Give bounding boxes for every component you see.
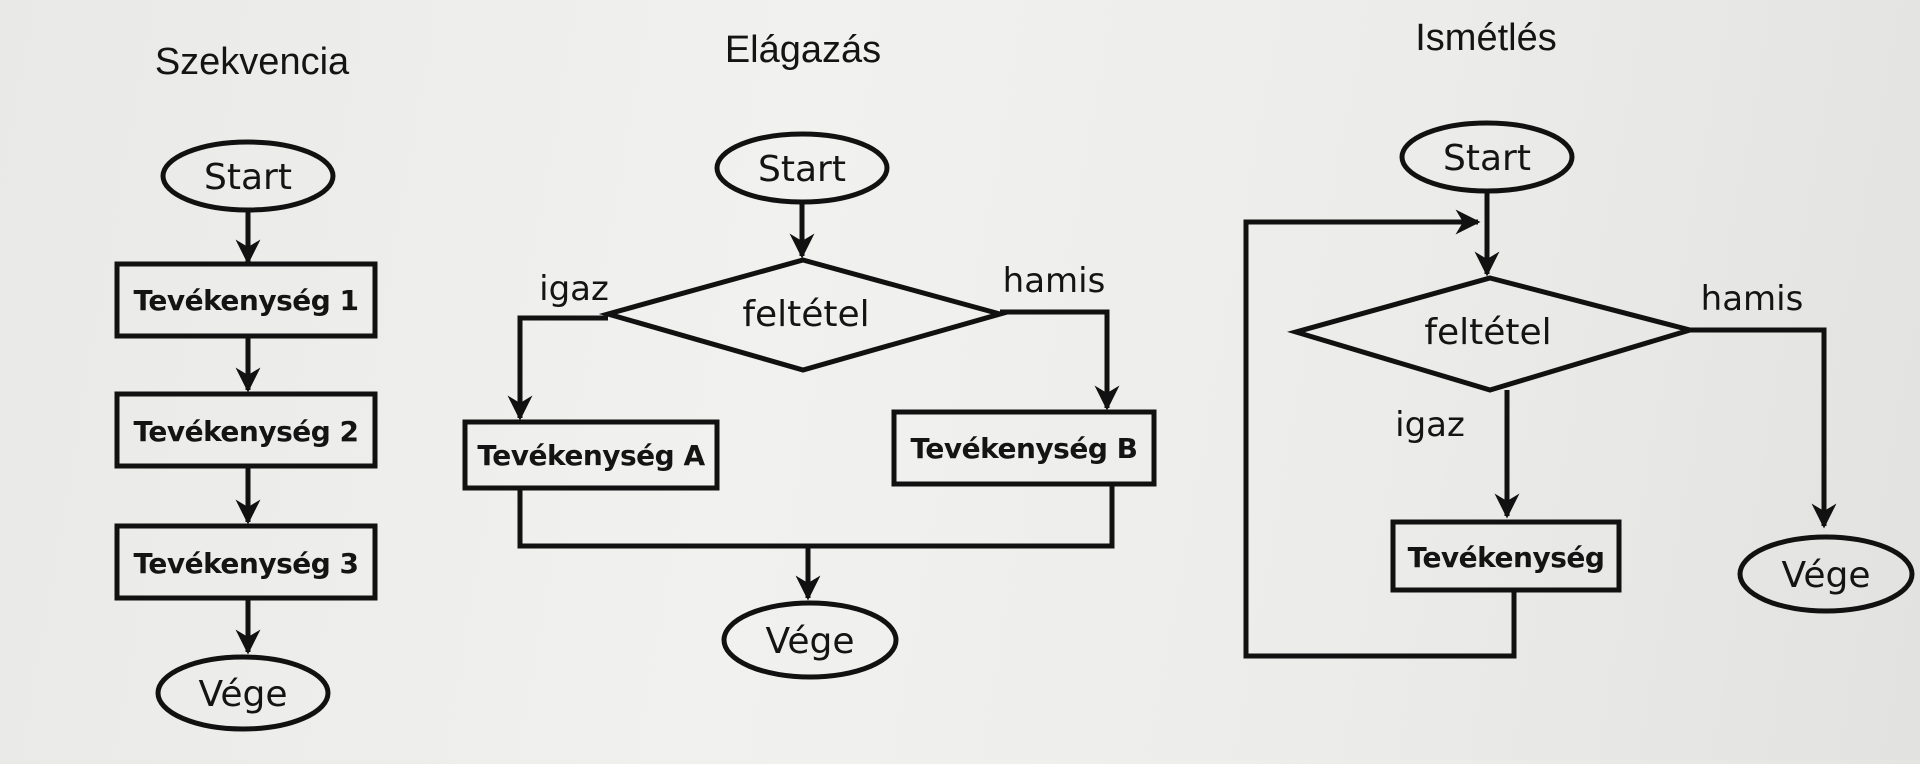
sequence-diagram: Szekvencia Start Tevékenység 1 Tevékenys… (114, 41, 378, 732)
branch-true-label: igaz (539, 269, 609, 309)
sequence-step-1-label: Tevékenység 1 (133, 284, 358, 317)
sequence-start-node: Start (160, 139, 336, 213)
branch-action-a: Tevékenység A (462, 419, 720, 491)
loop-back-arrow (1243, 209, 1517, 659)
branch-condition-label: feltétel (742, 294, 869, 335)
sequence-step-3: Tevékenység 3 (114, 523, 378, 601)
loop-true-label: igaz (1395, 405, 1465, 445)
loop-false-label: hamis (1701, 279, 1804, 319)
branch-start-node: Start (714, 131, 890, 205)
sequence-end-node: Vége (155, 654, 331, 732)
sequence-step-2: Tevékenység 2 (114, 391, 378, 469)
branch-arrow-false (1000, 309, 1120, 411)
sequence-end-label: Vége (199, 674, 288, 715)
branch-title: Elágazás (725, 29, 881, 71)
branch-action-b-label: Tevékenység B (911, 432, 1138, 465)
branch-action-a-label: Tevékenység A (477, 439, 705, 472)
branch-end-label: Vége (766, 621, 855, 662)
loop-end-label: Vége (1782, 555, 1871, 596)
sequence-start-label: Start (204, 157, 292, 198)
branch-arrow-true (507, 315, 608, 421)
branch-end-node: Vége (721, 600, 899, 680)
branch-false-label: hamis (1003, 261, 1106, 301)
loop-condition-label: feltétel (1424, 312, 1551, 353)
sequence-step-3-label: Tevékenység 3 (133, 547, 358, 580)
sequence-title: Szekvencia (155, 41, 350, 83)
loop-diagram: Ismétlés Start feltétel hamis igaz Tevék… (1243, 17, 1915, 659)
loop-action-label: Tevékenység (1408, 541, 1605, 574)
loop-action: Tevékenység (1390, 519, 1622, 593)
loop-end-node: Vége (1737, 534, 1915, 614)
branch-condition-node: feltétel (598, 257, 1010, 373)
branch-action-b: Tevékenység B (891, 409, 1157, 487)
branch-start-label: Start (758, 149, 846, 190)
loop-arrow-false (1690, 327, 1837, 529)
loop-start-label: Start (1443, 138, 1531, 179)
loop-title: Ismétlés (1415, 17, 1556, 59)
sequence-step-2-label: Tevékenység 2 (133, 415, 358, 448)
loop-condition-node: feltétel (1286, 275, 1700, 393)
branch-merge-line (517, 484, 1115, 549)
branch-diagram: Elágazás Start feltétel igaz hamis Tevék… (462, 29, 1157, 680)
sequence-step-1: Tevékenység 1 (114, 261, 378, 339)
loop-start-node: Start (1399, 120, 1575, 194)
